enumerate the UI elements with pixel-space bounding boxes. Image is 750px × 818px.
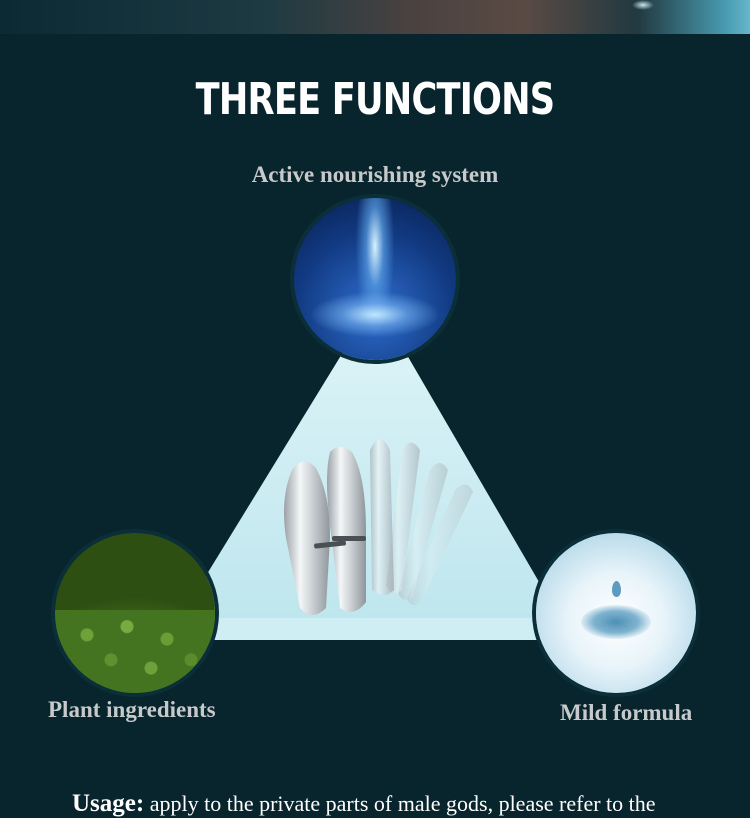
function-label-right: Mild formula <box>560 700 693 725</box>
water-stream-image <box>294 198 456 360</box>
photo-glint <box>632 0 654 10</box>
usage-description: apply to the private parts of male gods,… <box>149 791 656 816</box>
function-label-left: Plant ingredients <box>48 697 216 722</box>
product-applicator-image <box>284 439 473 615</box>
triangle-shape <box>180 300 560 618</box>
droplet-shape <box>612 581 621 597</box>
section-title: THREE FUNCTIONS <box>195 74 555 125</box>
water-drop-image <box>536 533 696 693</box>
top-photo-strip <box>0 0 750 34</box>
function-label-top: Active nourishing system <box>251 162 499 187</box>
usage-text: Usage: apply to the private parts of mal… <box>72 790 656 818</box>
triangle-base <box>180 618 560 640</box>
plant-field-image <box>55 533 215 693</box>
splash-shape <box>581 605 651 639</box>
